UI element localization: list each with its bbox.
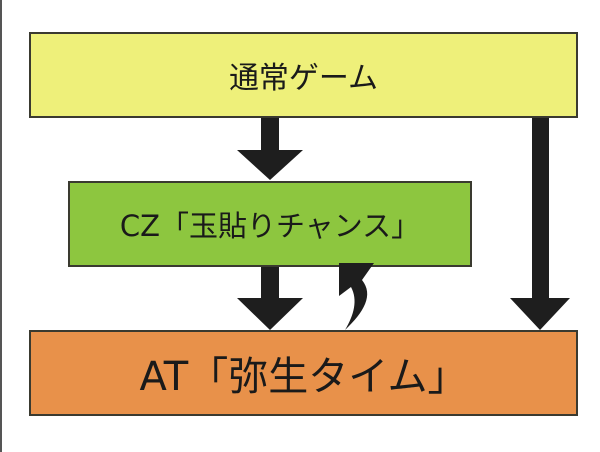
arrow-at-back-to-cz (339, 263, 374, 330)
normal-game-node: 通常ゲーム (29, 32, 578, 118)
arrow-cz-to-at (237, 267, 303, 330)
arrow-normal-to-at (510, 118, 570, 330)
arrow-normal-to-cz (237, 118, 303, 180)
at-label: AT「弥生タイム」 (139, 354, 468, 400)
at-node: AT「弥生タイム」 (29, 330, 578, 416)
normal-game-label: 通常ゲーム (228, 61, 379, 96)
cz-node: CZ「玉貼りチャンス」 (68, 181, 472, 267)
cz-label: CZ「玉貼りチャンス」 (119, 209, 421, 243)
